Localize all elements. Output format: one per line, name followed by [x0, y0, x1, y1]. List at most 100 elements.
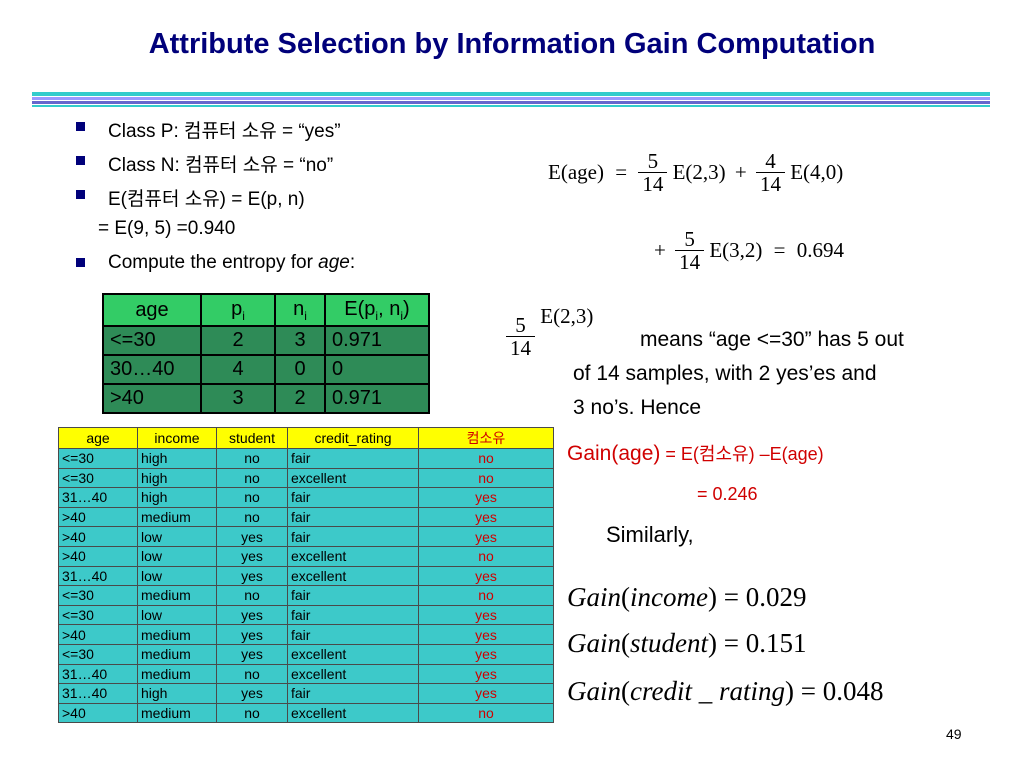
header-cell: age [58, 427, 138, 449]
table-cell: <=30 [58, 448, 138, 469]
formula-operator: + [734, 160, 747, 185]
entropy-table-header: age pi ni E(pi, ni) [102, 293, 430, 327]
header-cell: age [102, 293, 202, 327]
table-cell: no [216, 467, 288, 489]
table-cell: medium [137, 663, 217, 685]
table-cell: no [216, 448, 288, 469]
table-cell: yes [418, 526, 554, 547]
explanation-text: 3 no’s. Hence [573, 396, 702, 419]
formula-term: E(2,3) [672, 160, 726, 185]
formula-term: E(2,3) [540, 304, 594, 328]
header-cell: ni [274, 293, 326, 327]
bullet-marker [76, 190, 85, 199]
table-cell: no [216, 487, 288, 508]
table-cell: yes [418, 506, 554, 528]
training-data-table: age income student credit_rating 컴소유 <=3… [58, 427, 554, 724]
table-cell: yes [216, 643, 288, 665]
header-cell: pi [200, 293, 276, 327]
table-cell: 3 [274, 325, 326, 356]
header-cell: credit_rating [287, 427, 419, 449]
table-cell: no [418, 467, 554, 489]
table-cell: no [216, 585, 288, 606]
table-cell: excellent [287, 643, 419, 665]
table-cell: <=30 [58, 643, 138, 665]
bullet-marker [76, 258, 85, 267]
table-cell: no [418, 702, 554, 724]
explanation-text: of 14 samples, with 2 yes’es and [573, 362, 877, 385]
table-cell: >40 [58, 545, 138, 567]
table-cell: 31…40 [58, 487, 138, 508]
table-cell: >40 [58, 702, 138, 724]
formula-operator: + [654, 238, 666, 263]
table-cell: 3 [200, 383, 276, 414]
table-cell: medium [137, 702, 217, 724]
table-cell: fair [287, 604, 419, 626]
similarly-text: Similarly, [606, 522, 694, 547]
table-cell: 0 [324, 354, 430, 385]
table-cell: 2 [274, 383, 326, 414]
table-cell: medium [137, 585, 217, 606]
table-cell: fair [287, 506, 419, 528]
table-cell: excellent [287, 467, 419, 489]
table-cell: high [137, 448, 217, 469]
entropy-table: age pi ni E(pi, ni) <=30 2 3 0.971 30…40… [102, 293, 430, 414]
bullet-marker [76, 156, 85, 165]
formula-result: 0.694 [796, 238, 845, 263]
table-cell: medium [137, 624, 217, 645]
entropy-table-row: >40 3 2 0.971 [102, 383, 430, 414]
title-divider [32, 92, 990, 108]
bullet-text: Class P: 컴퓨터 소유 = “yes” [108, 121, 341, 142]
bullet-text: = E(9, 5) =0.940 [98, 218, 236, 239]
table-cell: fair [287, 526, 419, 547]
table-cell: 31…40 [58, 663, 138, 685]
page-number: 49 [946, 726, 962, 742]
table-cell: yes [418, 565, 554, 587]
table-cell: no [418, 448, 554, 469]
formula-operator: = [773, 238, 786, 263]
table-cell: 31…40 [58, 565, 138, 587]
bullet-text: Compute the entropy for age: [108, 252, 356, 273]
table-cell: <=30 [102, 325, 202, 356]
table-cell: 4 [200, 354, 276, 385]
table-cell: fair [287, 487, 419, 508]
explanation-text: means “age <=30” has 5 out [640, 328, 904, 351]
table-cell: high [137, 467, 217, 489]
gain-age-formula: Gain(age) = E(컴소유) –E(age) [567, 440, 824, 466]
table-cell: medium [137, 643, 217, 665]
table-cell: 30…40 [102, 354, 202, 385]
table-cell: yes [418, 663, 554, 685]
table-cell: low [137, 526, 217, 547]
gain-age-expression: = E(컴소유) –E(age) [660, 444, 824, 464]
table-cell: >40 [58, 506, 138, 528]
table-cell: no [216, 702, 288, 724]
table-cell: yes [216, 526, 288, 547]
data-table-header: age income student credit_rating 컴소유 [58, 427, 554, 449]
table-cell: excellent [287, 565, 419, 587]
table-cell: yes [418, 624, 554, 645]
table-cell: yes [216, 683, 288, 704]
table-cell: yes [216, 565, 288, 587]
table-cell: no [216, 663, 288, 685]
table-cell: yes [418, 643, 554, 665]
table-cell: fair [287, 448, 419, 469]
table-cell: fair [287, 624, 419, 645]
table-cell: low [137, 604, 217, 626]
table-cell: 0.971 [324, 383, 430, 414]
formula-term: E(4,0) [790, 160, 844, 185]
table-cell: excellent [287, 663, 419, 685]
table-cell: excellent [287, 702, 419, 724]
